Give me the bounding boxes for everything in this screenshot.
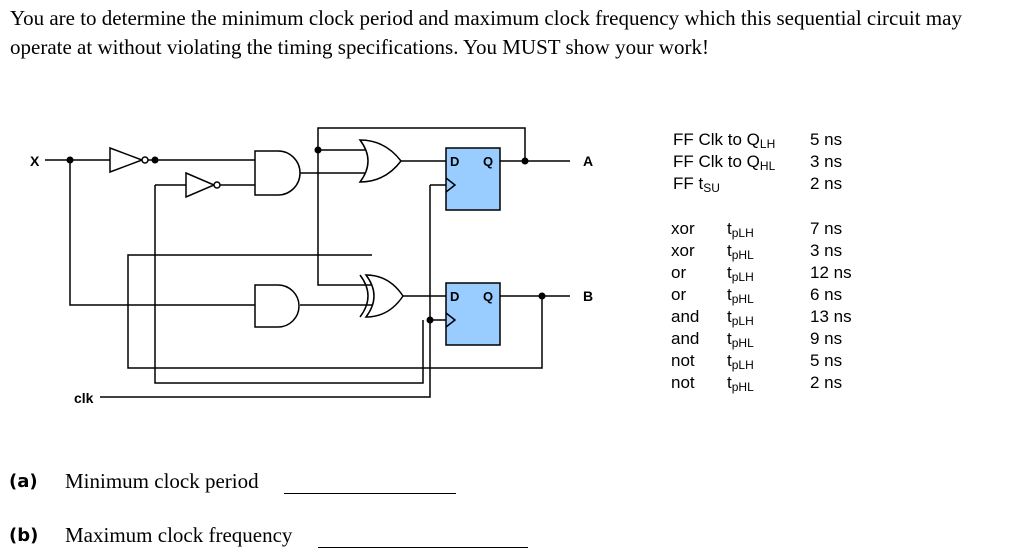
gate-name: not bbox=[671, 373, 695, 392]
xor-gate bbox=[359, 274, 404, 318]
delay-param: tpHL bbox=[727, 373, 754, 394]
delay-value: 9 ns bbox=[810, 329, 843, 348]
delay-param: tpLH bbox=[727, 307, 754, 328]
delay-value: 5 ns bbox=[810, 351, 843, 370]
ff-spec-value: 3 ns bbox=[810, 152, 843, 171]
ff-a-q-label: Q bbox=[483, 154, 493, 169]
input-x-label: X bbox=[30, 153, 40, 169]
question-b-text: Maximum clock frequency bbox=[65, 523, 293, 547]
ff-b-q-label: Q bbox=[483, 289, 493, 304]
ff-spec-value: 5 ns bbox=[810, 130, 843, 149]
delay-value: 6 ns bbox=[810, 285, 843, 304]
question-b-label: (b) bbox=[9, 525, 39, 546]
gate-name: xor bbox=[671, 241, 695, 260]
and-gate-top bbox=[254, 150, 301, 196]
question-a-label: (a) bbox=[9, 471, 38, 492]
not-gate-top bbox=[109, 146, 149, 174]
gate-name: not bbox=[671, 351, 695, 370]
junction-dots bbox=[66, 146, 546, 324]
delay-param: tpHL bbox=[727, 285, 754, 306]
delay-value: 3 ns bbox=[810, 241, 843, 260]
gate-name: and bbox=[671, 329, 700, 348]
ff-a-d-label: D bbox=[450, 154, 459, 169]
gate-name: or bbox=[671, 263, 687, 282]
problem-statement: You are to determine the minimum clock p… bbox=[10, 6, 962, 59]
input-clk-label: clk bbox=[74, 390, 94, 406]
output-a-label: A bbox=[583, 153, 593, 169]
delay-param: tpLH bbox=[727, 351, 754, 372]
ff-spec-name: FF Clk to QHL bbox=[673, 152, 776, 173]
delay-value: 13 ns bbox=[810, 307, 852, 326]
delay-value: 12 ns bbox=[810, 263, 852, 282]
delay-param: tpHL bbox=[727, 329, 754, 350]
and-gate-bottom bbox=[254, 284, 300, 328]
flip-flop-a: D Q bbox=[445, 147, 501, 211]
ff-b-d-label: D bbox=[450, 289, 459, 304]
delay-value: 2 ns bbox=[810, 373, 843, 392]
delay-param: tpLH bbox=[727, 219, 754, 240]
gate-name: and bbox=[671, 307, 700, 326]
or-gate bbox=[358, 139, 402, 183]
ff-spec-value: 2 ns bbox=[810, 174, 843, 193]
not-gate-middle bbox=[185, 171, 221, 199]
delay-value: 7 ns bbox=[810, 219, 843, 238]
delay-param: tpLH bbox=[727, 263, 754, 284]
ff-spec-name: FF Clk to QLH bbox=[673, 130, 776, 151]
output-b-label: B bbox=[583, 288, 593, 304]
question-a-text: Minimum clock period bbox=[65, 469, 259, 493]
question-a-answer-blank[interactable] bbox=[284, 493, 456, 494]
question-b-answer-blank[interactable] bbox=[318, 547, 528, 548]
ff-spec-name: FF tSU bbox=[673, 174, 720, 195]
delay-param: tpHL bbox=[727, 241, 754, 262]
flip-flop-b: D Q bbox=[445, 282, 501, 346]
gate-name: or bbox=[671, 285, 687, 304]
wires bbox=[45, 127, 570, 398]
gate-name: xor bbox=[671, 219, 695, 238]
